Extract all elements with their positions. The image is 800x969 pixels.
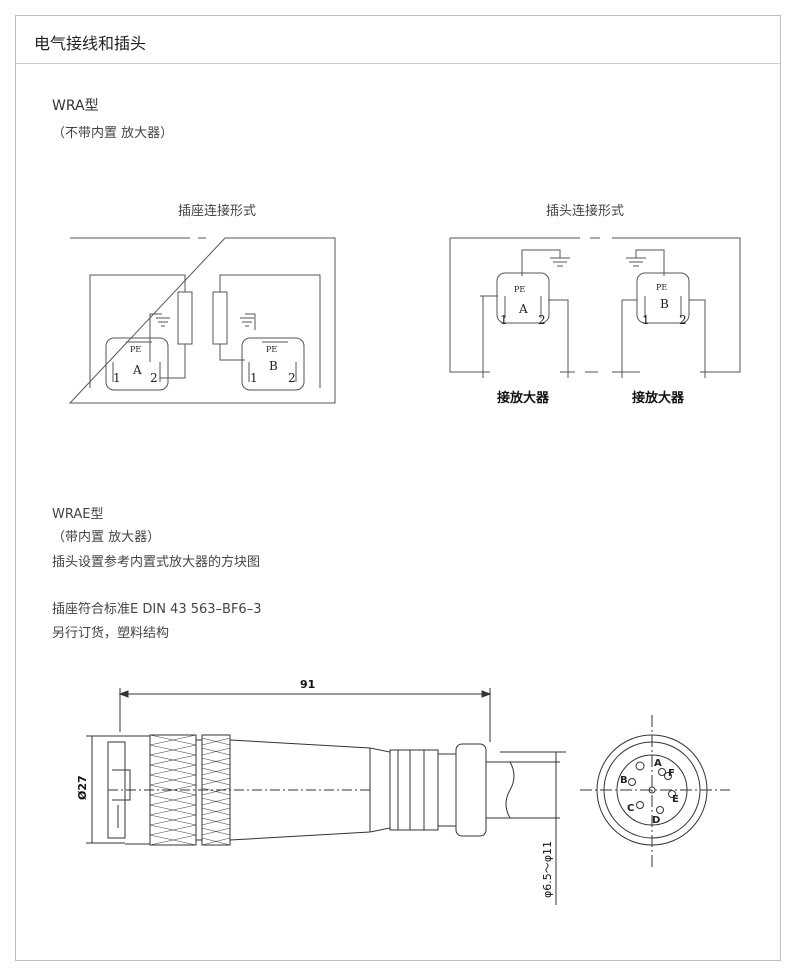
socket-outline-box <box>68 237 336 404</box>
coil-a-socket <box>105 337 169 391</box>
pin-label-e: E <box>672 794 679 805</box>
coil-b-socket-pin1: 1 <box>250 371 258 385</box>
coil-b-plug <box>636 272 690 324</box>
cable-dimension-line <box>500 751 566 905</box>
coil-b-socket <box>241 337 305 391</box>
pin-e <box>668 790 676 798</box>
amplifier-label-b: 接放大器 <box>632 390 685 406</box>
coil-b-socket-letter: B <box>269 359 278 373</box>
pin-label-c: C <box>627 803 634 814</box>
coil-a-socket-pin2: 2 <box>150 371 158 385</box>
pin-c <box>636 801 644 809</box>
plug-ground-a <box>521 249 570 276</box>
plug-b-pins <box>644 296 682 318</box>
coil-b-plug-pin2: 2 <box>679 313 687 327</box>
coil-a-plug <box>496 272 550 324</box>
plug-a-wires <box>480 295 569 378</box>
coil-b-plug-letter: B <box>660 297 669 311</box>
coil-b-plug-pe: PE <box>656 283 667 292</box>
diameter-label: Ø27 <box>76 775 89 800</box>
section-title: 电气接线和插头 <box>34 34 147 53</box>
cable-gland <box>389 749 439 831</box>
wrae-description: 插头设置参考内置式放大器的方块图 <box>52 555 261 570</box>
ground-right <box>240 313 256 330</box>
coil-b-plug-pin1: 1 <box>642 313 650 327</box>
pin-a <box>658 768 666 776</box>
amplifier-label-a: 接放大器 <box>497 390 550 406</box>
pin-d <box>656 806 664 814</box>
cable-range-label: φ6.5～φ11 <box>541 841 554 898</box>
length-label: 91 <box>300 678 315 691</box>
knurl-texture <box>149 734 231 846</box>
nut-gap <box>196 739 202 841</box>
socket-wire-left <box>89 274 186 388</box>
pin-label-d: D <box>652 815 660 826</box>
pin-f <box>664 772 672 780</box>
gland-nut <box>437 753 457 827</box>
socket-caption: 插座连接形式 <box>178 204 257 219</box>
coil-b-socket-pin2: 2 <box>288 371 296 385</box>
section-header: 电气接线和插头 <box>16 16 780 64</box>
coil-a-socket-letter: A <box>132 363 142 377</box>
coil-a-plug-pin2: 2 <box>538 313 546 327</box>
wra-note: （不带内置 放大器） <box>52 126 174 141</box>
socket-wire-left-2 <box>159 344 186 379</box>
wrae-title: WRAE型 <box>52 507 104 522</box>
diameter-dimension-line <box>86 735 125 844</box>
gland-neck <box>369 747 391 833</box>
coil-a-pins <box>112 341 161 382</box>
coil-b-pins <box>248 341 297 382</box>
gland-flutes <box>397 750 425 830</box>
wra-title: WRA型 <box>52 98 99 114</box>
center-pin <box>648 786 656 794</box>
plug-a-pins <box>504 296 542 318</box>
end-view-center-lines <box>580 715 730 870</box>
connector-front-cap <box>107 741 126 839</box>
coil-a-plug-pin1: 1 <box>500 313 508 327</box>
resistor-right <box>212 291 228 345</box>
coil-a-plug-pe: PE <box>514 285 525 294</box>
pin-label-a: A <box>654 758 662 769</box>
coil-b-socket-pe: PE <box>266 345 277 354</box>
pe-pin <box>635 761 645 771</box>
resistor-left <box>177 291 193 345</box>
length-arrows <box>118 690 492 698</box>
length-dimension-line <box>119 688 491 742</box>
pin-label-f: F <box>668 768 675 779</box>
socket-wire-right <box>219 274 321 388</box>
plug-outline-box <box>449 237 741 373</box>
plug-caption: 插头连接形式 <box>546 204 625 219</box>
plug-b-wires <box>621 299 706 378</box>
end-view-outer-ring <box>596 734 708 846</box>
coil-a-plug-letter: A <box>518 302 528 316</box>
socket-wire-right-2 <box>219 344 245 361</box>
cable-break <box>505 761 515 819</box>
wrae-standard: 插座符合标准E DIN 43 563–BF6–3 <box>52 602 262 617</box>
end-view-middle-ring <box>603 741 701 839</box>
pin-label-b: B <box>620 775 628 786</box>
front-detail <box>112 769 131 828</box>
content-frame <box>15 15 781 961</box>
plug-ground-b <box>626 249 665 276</box>
end-view-inner-ring <box>616 754 688 826</box>
wrae-note: （带内置 放大器） <box>52 530 161 545</box>
wrae-order-note: 另行订货，塑料结构 <box>52 626 170 641</box>
cable-lines <box>486 761 560 819</box>
pin-b <box>628 778 636 786</box>
gland-cap <box>455 743 487 837</box>
ground-left <box>149 313 170 362</box>
coil-a-socket-pe: PE <box>130 345 141 354</box>
coil-a-socket-pin1: 1 <box>113 371 121 385</box>
